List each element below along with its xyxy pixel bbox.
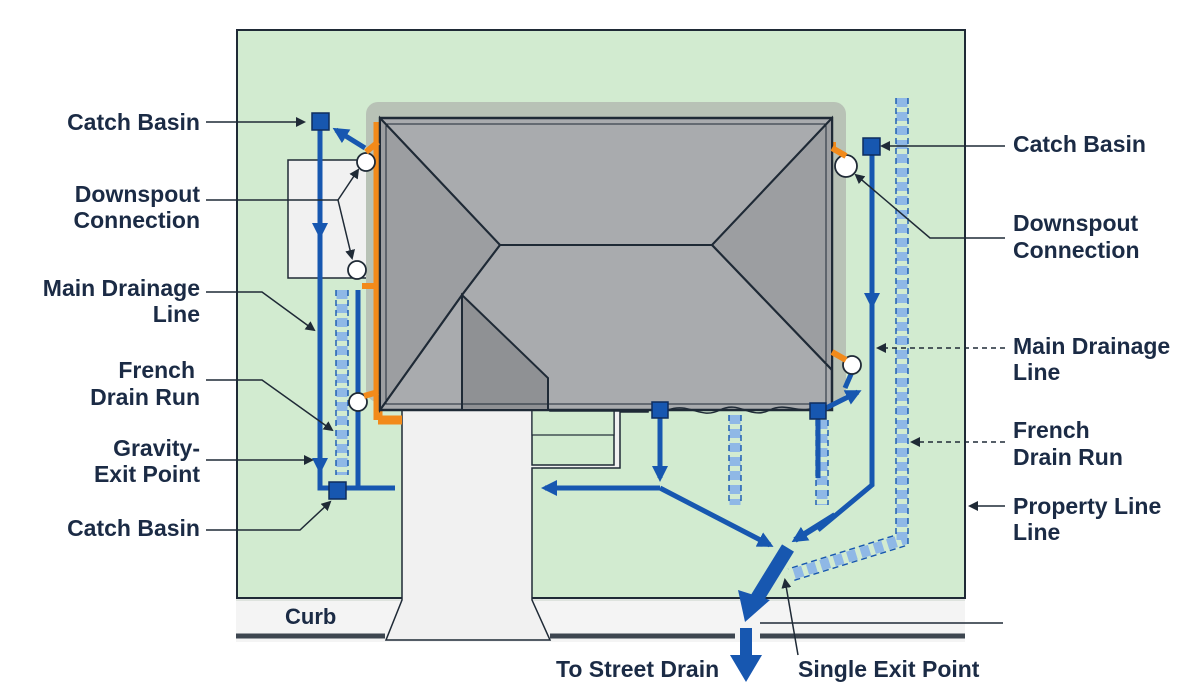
exit-arrow-head bbox=[738, 590, 770, 622]
label-right-main-drainage-line1: Main Drainage bbox=[1013, 333, 1170, 359]
catch-basin-left-bottom bbox=[328, 481, 347, 500]
leader-single-exit bbox=[781, 578, 799, 656]
label-right-main-drainage-line2: Line bbox=[1013, 359, 1060, 385]
gutter-elbow-left-bottom bbox=[363, 389, 379, 399]
gutter-elbow-right-bottom bbox=[830, 349, 848, 363]
catch-basin-right-top bbox=[862, 137, 881, 156]
french-drain-mid-1-outline bbox=[728, 415, 742, 505]
leader-left-downspout-b bbox=[337, 199, 355, 260]
roof-hip-line-tl bbox=[379, 117, 501, 246]
label-left-french-drain-line1: French bbox=[118, 357, 195, 383]
label-right-french-drain-line1: French bbox=[1013, 417, 1090, 443]
label-right-property-line-line2: Line bbox=[1013, 519, 1060, 545]
mid-line-1-run bbox=[658, 485, 774, 548]
left-top-feed bbox=[332, 127, 367, 151]
leader-left-french-drain bbox=[206, 379, 334, 432]
label-left-catch-basin-bottom: Catch Basin bbox=[67, 515, 200, 541]
roof-wing-hip bbox=[461, 244, 501, 296]
catch-basin-mid-2 bbox=[809, 402, 827, 420]
downspout-left-mid bbox=[347, 260, 367, 280]
downspout-left-bottom bbox=[348, 392, 368, 412]
leader-left-catch-basin-bottom bbox=[206, 500, 332, 531]
downspout-left-top bbox=[356, 152, 376, 172]
label-left-french-drain-line2: Drain Run bbox=[90, 384, 200, 410]
main-line-left bbox=[317, 122, 395, 491]
roof-inner-edge bbox=[385, 123, 827, 405]
label-left-main-drainage-line2: Line bbox=[153, 301, 200, 327]
leader-left-main-drainage bbox=[206, 291, 316, 332]
french-drain-left-outline bbox=[335, 290, 349, 475]
label-left-main-drainage-line1: Main Drainage bbox=[43, 275, 200, 301]
side-patio bbox=[287, 159, 381, 279]
front-walk bbox=[531, 409, 615, 436]
label-left-gravity-exit-line1: Gravity- bbox=[113, 435, 200, 461]
label-right-downspout-line1: Downspout bbox=[1013, 210, 1139, 236]
leader-left-downspout-a bbox=[337, 168, 360, 201]
french-drain-right bbox=[788, 98, 908, 581]
label-left-catch-basin-top: Catch Basin bbox=[67, 109, 200, 135]
street-drain-arrow-head bbox=[730, 655, 762, 682]
leader-right-downspout bbox=[854, 173, 1005, 239]
gutter-elbow-left-top bbox=[364, 139, 380, 155]
downspout-right-bottom bbox=[842, 355, 862, 375]
label-right-property-line-line1: Property Line bbox=[1013, 493, 1161, 519]
label-right-downspout-line2: Connection bbox=[1013, 237, 1140, 263]
label-left-downspout-line1: Downspout bbox=[75, 181, 201, 207]
roof-hip-line-br bbox=[711, 244, 833, 371]
french-drain-right-outline bbox=[787, 98, 909, 582]
label-curb: Curb bbox=[285, 604, 336, 629]
label-to-street-drain: To Street Drain bbox=[556, 656, 719, 682]
collector-to-exit bbox=[791, 512, 837, 543]
label-left-gravity-exit-line2: Exit Point bbox=[94, 461, 200, 487]
roof-hip-line-tr bbox=[711, 117, 833, 246]
exit-arrow bbox=[750, 544, 794, 604]
label-single-exit-point: Single Exit Point bbox=[798, 656, 980, 682]
catch-basin-left-top bbox=[311, 112, 330, 131]
label-left-downspout-line2: Connection bbox=[74, 207, 201, 233]
label-right-french-drain-line2: Drain Run bbox=[1013, 444, 1123, 470]
catch-basin-mid-1 bbox=[651, 401, 669, 419]
wavy-connector bbox=[667, 406, 813, 414]
gutter-elbow-right-top bbox=[830, 145, 848, 159]
label-right-catch-basin: Catch Basin bbox=[1013, 131, 1146, 157]
roof-wing-hip-left bbox=[379, 294, 463, 411]
downspout-right-top bbox=[834, 154, 858, 178]
driveway bbox=[384, 379, 649, 641]
